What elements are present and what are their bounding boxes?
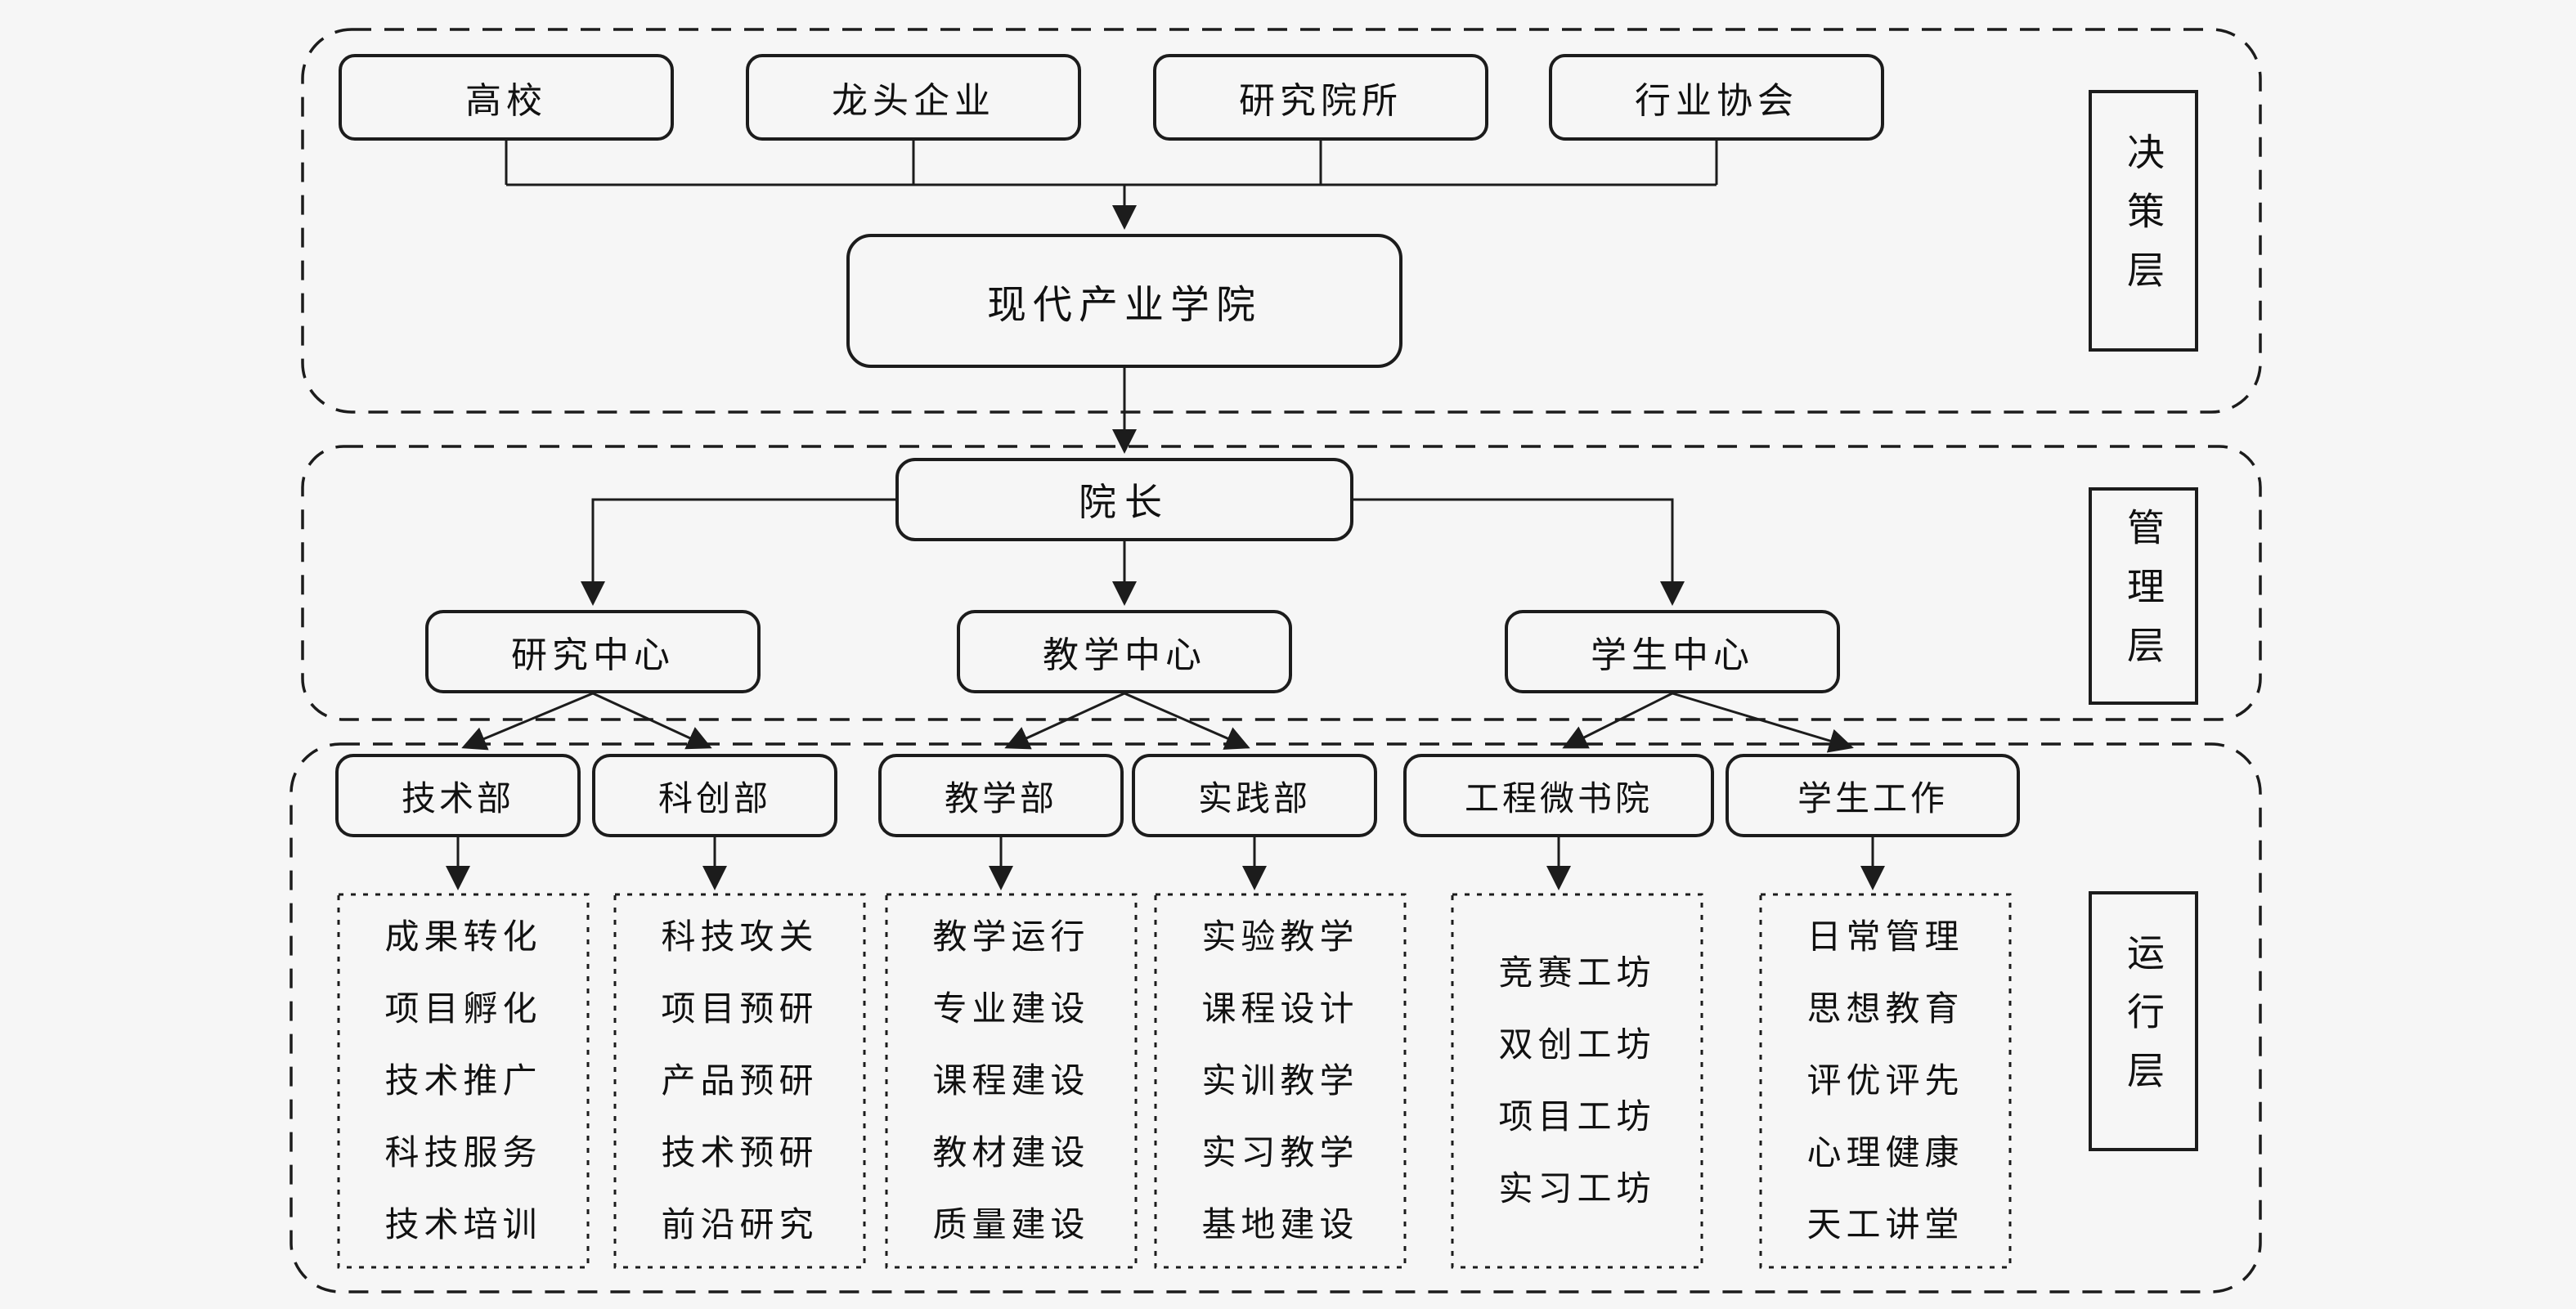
operation-layer-text: 运行层: [2121, 933, 2165, 1110]
list-item: 双创工坊: [1498, 1024, 1656, 1065]
list-item: 项目工坊: [1498, 1096, 1656, 1136]
list-item: 课程建设: [932, 1060, 1090, 1101]
management-layer-text: 管理层: [2121, 508, 2165, 684]
list-item: 科技攻关: [661, 917, 819, 957]
node-modern-industry-college-label: 现代产业学院: [986, 282, 1262, 328]
list-item: 成果转化: [384, 917, 542, 957]
decision-layer-border: [301, 28, 2262, 414]
list-item: 教材建设: [932, 1132, 1090, 1172]
node-scitech-innovation-dept: 科创部: [592, 754, 837, 837]
node-scitech-innovation-dept-label: 科创部: [657, 778, 771, 818]
node-teaching-dept: 教学部: [878, 754, 1124, 837]
list-item: 日常管理: [1806, 917, 1964, 957]
list-item: 科技服务: [384, 1132, 542, 1172]
node-engineering-micro-academy-label: 工程微书院: [1464, 778, 1653, 818]
decision-layer-label: 决策层: [2089, 90, 2198, 352]
node-teaching-center: 教学中心: [957, 610, 1292, 693]
list-item: 实验教学: [1201, 917, 1359, 957]
task-list-student-affairs: 日常管理 思想教育 评优评先 心理健康 天工讲堂: [1761, 894, 2010, 1267]
node-modern-industry-college: 现代产业学院: [846, 234, 1402, 368]
node-industry-association: 行业协会: [1549, 54, 1884, 141]
list-item: 教学运行: [932, 917, 1090, 957]
list-item: 前沿研究: [661, 1204, 819, 1244]
list-item: 评优评先: [1806, 1060, 1964, 1101]
node-practice-dept: 实践部: [1132, 754, 1377, 837]
node-dean: 院长: [895, 458, 1353, 541]
task-list-micro-academy: 竞赛工坊 双创工坊 项目工坊 实习工坊: [1452, 894, 1702, 1267]
list-item: 实习工坊: [1498, 1168, 1656, 1208]
operation-layer-border: [289, 742, 2262, 1293]
list-item: 基地建设: [1201, 1204, 1359, 1244]
node-student-center: 学生中心: [1505, 610, 1840, 693]
partner-bus-lines: [505, 141, 1718, 230]
node-leading-enterprise: 龙头企业: [746, 54, 1081, 141]
list-item: 项目预研: [661, 988, 819, 1029]
list-item: 技术预研: [661, 1132, 819, 1172]
list-item: 心理健康: [1806, 1132, 1964, 1172]
node-research-center-label: 研究中心: [511, 634, 675, 676]
list-item: 技术推广: [384, 1060, 542, 1101]
list-item: 思想教育: [1806, 988, 1964, 1029]
node-research-institute-label: 研究院所: [1239, 80, 1402, 122]
list-item: 竞赛工坊: [1498, 953, 1656, 993]
task-list-technology: 成果转化 项目孵化 技术推广 科技服务 技术培训: [339, 894, 588, 1267]
list-item: 项目孵化: [384, 988, 542, 1029]
node-leading-enterprise-label: 龙头企业: [832, 80, 995, 122]
node-engineering-micro-academy: 工程微书院: [1403, 754, 1714, 837]
list-item: 产品预研: [661, 1060, 819, 1101]
node-teaching-dept-label: 教学部: [944, 778, 1057, 818]
task-list-scitech-innovation: 科技攻关 项目预研 产品预研 技术预研 前沿研究: [615, 894, 864, 1267]
node-industry-association-label: 行业协会: [1635, 80, 1798, 122]
management-layer-border: [301, 445, 2262, 721]
dept-list-lines: [446, 837, 1885, 890]
decision-layer-text: 决策层: [2121, 132, 2165, 309]
node-practice-dept-label: 实践部: [1197, 778, 1311, 818]
list-item: 技术培训: [384, 1204, 542, 1244]
node-research-institute: 研究院所: [1153, 54, 1488, 141]
management-layer-label: 管理层: [2089, 487, 2198, 705]
list-item: 天工讲堂: [1806, 1204, 1964, 1244]
task-list-borders: [337, 893, 2012, 1269]
node-dean-label: 院长: [1079, 480, 1170, 524]
node-student-affairs-label: 学生工作: [1797, 778, 1948, 818]
center-dept-lines: [461, 692, 1854, 753]
node-student-center-label: 学生中心: [1591, 634, 1754, 676]
node-technology-dept: 技术部: [335, 754, 581, 837]
dean-center-lines: [581, 498, 1685, 606]
list-item: 质量建设: [932, 1204, 1090, 1244]
operation-layer-label: 运行层: [2089, 891, 2198, 1151]
list-item: 实训教学: [1201, 1060, 1359, 1101]
task-list-practice: 实验教学 课程设计 实训教学 实习教学 基地建设: [1156, 894, 1405, 1267]
node-university: 高校: [339, 54, 674, 141]
node-university-label: 高校: [465, 80, 547, 122]
node-technology-dept-label: 技术部: [401, 778, 514, 818]
node-research-center: 研究中心: [425, 610, 761, 693]
node-student-affairs: 学生工作: [1726, 754, 2020, 837]
task-list-teaching: 教学运行 专业建设 课程建设 教材建设 质量建设: [886, 894, 1136, 1267]
node-teaching-center-label: 教学中心: [1043, 634, 1206, 676]
list-item: 实习教学: [1201, 1132, 1359, 1172]
list-item: 课程设计: [1201, 988, 1359, 1029]
list-item: 专业建设: [932, 988, 1090, 1029]
